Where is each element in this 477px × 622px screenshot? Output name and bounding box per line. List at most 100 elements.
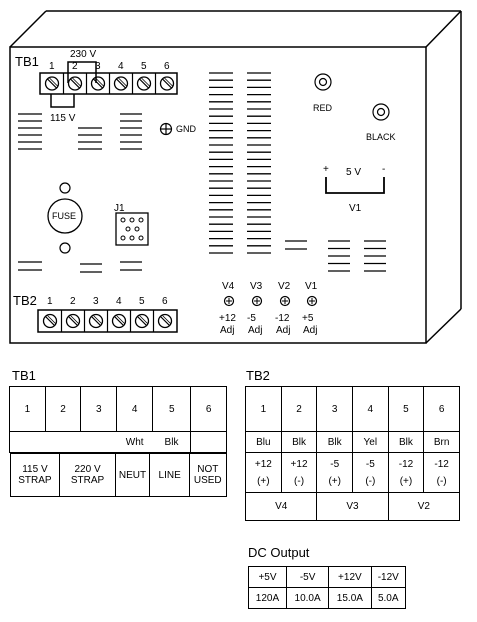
tb2-color-cell: Blu: [245, 431, 282, 453]
tb2-terminal-number: 3: [93, 296, 99, 307]
dc-output-value: 15.0A: [328, 587, 372, 609]
tb2-terminal-2[interactable]: 2: [60, 296, 81, 332]
j1-pin: [125, 226, 131, 232]
tb1-terminal-number: 4: [118, 61, 124, 72]
adjust-label: Adj: [303, 325, 317, 336]
dc-output-table: +5V -5V +12V -12V 120A 10.0A 15.0A 5.0A: [248, 566, 407, 609]
tb2-voltage-cell: -12(-): [423, 452, 460, 493]
tb2-voltage-cell: -5(-): [352, 452, 389, 493]
j1-pin: [138, 217, 144, 223]
tb1-color-cell: Blk: [152, 431, 192, 453]
tb2-terminal-number: 1: [47, 296, 53, 307]
tb2-number-cell: 6: [423, 386, 460, 432]
j1-pin: [129, 217, 135, 223]
table-row: +5V -5V +12V -12V: [248, 566, 407, 588]
tb1-terminal-1[interactable]: 1: [44, 61, 60, 91]
jumper-230v-label: 230 V: [70, 49, 96, 60]
tb2-table: 1 2 3 4 5 6 Blu Blk Blk Yel Blk Brn +12(…: [244, 386, 461, 521]
tb2-terminal-4[interactable]: 4: [106, 296, 127, 332]
tb2-group-cell: V2: [387, 492, 461, 521]
j1-pin: [120, 217, 126, 223]
v1-meter-plus: +: [323, 164, 329, 175]
tb1-terminal-number: 1: [49, 61, 55, 72]
tb1-number-cell: 5: [152, 386, 192, 432]
gnd-label: GND: [176, 124, 197, 134]
screw-icon: [67, 76, 83, 91]
screw-icon: [159, 76, 175, 91]
pot-icon: [306, 295, 318, 307]
table-row: Blu Blk Blk Yel Blk Brn: [245, 431, 460, 453]
pot-icon: [251, 295, 263, 307]
j1-connector[interactable]: J1: [114, 203, 149, 246]
tb1-number-cell: 6: [190, 386, 227, 432]
table-row: 1 2 3 4 5 6: [9, 386, 227, 432]
fuse[interactable]: FUSE: [47, 182, 83, 254]
j1-pin: [120, 235, 126, 241]
jumper-115v: [50, 94, 75, 108]
tb2-terminal-1[interactable]: 1: [42, 296, 58, 329]
red-binding-post[interactable]: RED: [313, 73, 333, 113]
tb2-voltage-cell: +12(-): [280, 452, 318, 493]
screw-icon: [157, 313, 173, 329]
adjust-voltage: +12: [219, 313, 236, 324]
tb2-number-cell: 3: [316, 386, 354, 432]
tb2-color-cell: Blk: [387, 431, 425, 453]
pot-icon: [279, 295, 291, 307]
screw-icon: [111, 313, 127, 329]
tb2-terminal-3[interactable]: 3: [83, 296, 104, 332]
adjust-name: V3: [250, 281, 263, 292]
screw-icon: [42, 313, 58, 329]
screw-icon: [90, 76, 106, 91]
jumper-230v: [67, 61, 97, 83]
tb1-terminal-number: 3: [95, 61, 101, 72]
table-row: 120A 10.0A 15.0A 5.0A: [248, 587, 407, 609]
j1-pin: [134, 226, 140, 232]
screw-icon: [65, 313, 81, 329]
tb2-terminal-number: 4: [116, 296, 122, 307]
tb1-number-cell: 3: [80, 386, 118, 432]
dc-output-header: -12V: [370, 566, 407, 588]
adjust-label: Adj: [276, 325, 290, 336]
tb2-color-cell: Blk: [316, 431, 354, 453]
tb2-number-cell: 4: [352, 386, 389, 432]
tb2-terminal-6[interactable]: 6: [152, 296, 173, 332]
tb2-terminal-5[interactable]: 5: [129, 296, 150, 332]
tb1-terminal-5[interactable]: 5: [131, 61, 152, 94]
table-row: 1 2 3 4 5 6: [245, 386, 460, 432]
adjust-label: Adj: [220, 325, 234, 336]
tb1-terminal-3[interactable]: 3: [85, 61, 106, 94]
dc-output-value: 120A: [248, 587, 287, 609]
tb2-color-cell: Brn: [423, 431, 460, 453]
dc-output-value: 5.0A: [370, 587, 407, 609]
j1-pin: [138, 235, 144, 241]
screw-icon: [88, 313, 104, 329]
tb2-voltage-cell: -12(+): [387, 452, 425, 493]
j1-label: J1: [114, 203, 125, 214]
tb2-number-cell: 2: [280, 386, 318, 432]
table-row: Wht Blk: [8, 431, 227, 453]
black-binding-post[interactable]: BLACK: [366, 103, 396, 142]
tb2-terminal-number: 5: [139, 296, 145, 307]
adjust-voltage: -12: [275, 313, 290, 324]
tb2-number-cell: 1: [245, 386, 282, 432]
tb2-group-cell: V4: [244, 492, 318, 521]
tb2-voltage-cell: -5(+): [316, 452, 354, 493]
tb2-color-cell: Blk: [280, 431, 318, 453]
tb1-terminal-4[interactable]: 4: [108, 61, 129, 94]
screw-icon: [113, 76, 129, 91]
tb1-terminal-6[interactable]: 6: [154, 61, 175, 94]
tb1-terminal-2[interactable]: 2: [62, 61, 83, 94]
dc-output-header: +5V: [248, 566, 287, 588]
ground-symbol: GND: [159, 122, 197, 136]
